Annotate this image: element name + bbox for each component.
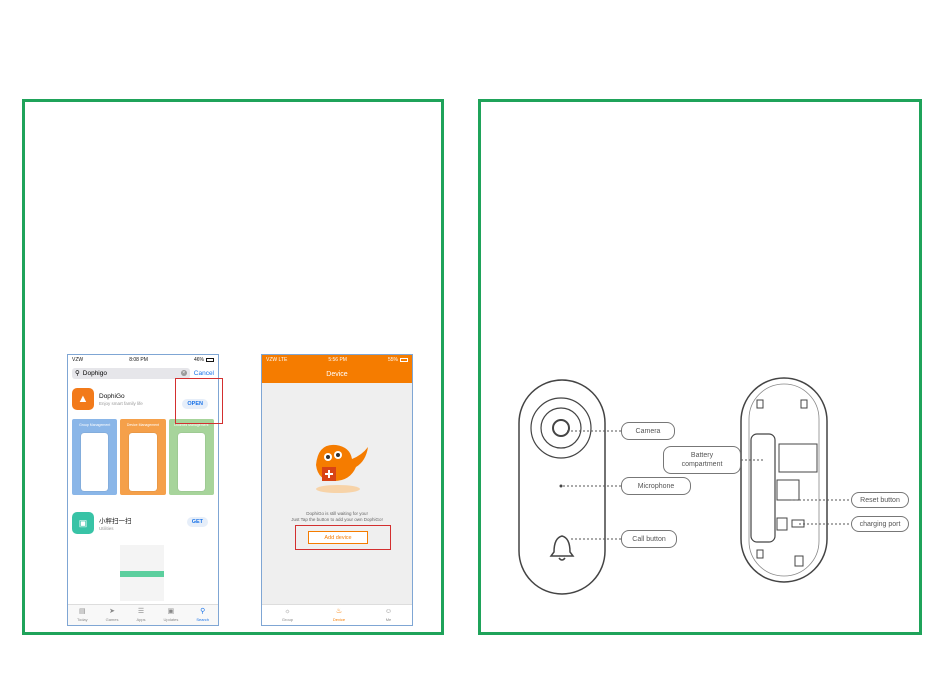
app-name: DophiGo: [99, 392, 125, 400]
dophigo-device-screenshot: VZW LTE 5:56 PM 55% Device DophiGo is st…: [261, 354, 413, 626]
add-device-highlight: [295, 525, 391, 550]
carrier-label: VZW: [266, 357, 278, 363]
screenshot-device[interactable]: Device Management: [120, 419, 166, 495]
updates-icon: ▣: [167, 608, 175, 615]
screenshot-group[interactable]: Group Management: [72, 419, 118, 495]
screenshot-phone: [129, 433, 157, 491]
layers-icon: ☰: [137, 608, 145, 615]
network-label: LTE: [278, 357, 288, 363]
status-bar: VZW 8:08 PM 46%: [68, 355, 218, 365]
carrier-label: VZW: [72, 357, 84, 363]
search-icon: ⚲: [200, 608, 206, 615]
rocket-icon: ➤: [109, 608, 115, 615]
doorbell-drawing: [518, 377, 851, 595]
camera-ring: [530, 397, 592, 459]
battery-label: 55%: [387, 357, 398, 363]
app-result-dophigo[interactable]: ▲ DophiGo Enjoy smart family life OPEN: [68, 385, 218, 413]
open-button-highlight: [175, 378, 223, 424]
tab-today[interactable]: ▤Today: [76, 608, 88, 622]
reset-button-callout: Reset button: [851, 492, 909, 508]
get-button[interactable]: GET: [186, 517, 208, 527]
tab-updates[interactable]: ▣Updates: [163, 608, 179, 622]
planet-icon: ☼: [284, 608, 291, 615]
tab-apps[interactable]: ☰Apps: [136, 608, 146, 622]
app-preview-image: [120, 545, 164, 601]
battery-slot: [750, 433, 776, 543]
cancel-button[interactable]: Cancel: [193, 369, 214, 377]
microphone-callout: Microphone: [621, 477, 691, 495]
face-icon: ☺: [384, 608, 393, 615]
screenshot-phone: [177, 433, 205, 491]
left-panel: VZW 8:08 PM 46% ⚲ Dophigo × Cancel ▲ Dop…: [22, 99, 444, 635]
charging-port-callout: charging port: [851, 516, 909, 532]
app-subtitle: Utilities: [99, 526, 114, 531]
search-icon: ⚲: [75, 370, 80, 377]
app-subtitle: Enjoy smart family life: [99, 400, 143, 406]
screenshot-title: Group Management: [79, 423, 111, 427]
app-screenshots: Group Management Device Management Doorb…: [68, 419, 218, 495]
tab-search[interactable]: ⚲Search: [196, 608, 210, 622]
today-icon: ▤: [79, 608, 86, 615]
doorbell-back-outline: [740, 377, 828, 583]
tab-group[interactable]: ☼Group: [281, 608, 294, 622]
scanner-app-icon: ▣: [72, 512, 94, 534]
app-name: 小秤扫一扫: [99, 518, 132, 525]
clock: 5:56 PM: [328, 357, 347, 363]
search-value: Dophigo: [82, 369, 107, 377]
right-panel: Camera Microphone Call button Battery co…: [478, 99, 922, 635]
tab-bar: ▤Today ➤Games ☰Apps ▣Updates ⚲Search: [68, 604, 218, 625]
clock: 8:08 PM: [129, 357, 148, 363]
battery-label: 46%: [193, 357, 204, 363]
battery-icon: [206, 358, 214, 362]
page-title: Device: [262, 365, 412, 383]
bell-button-icon: [549, 535, 575, 561]
doorbell-diagram: Camera Microphone Call button Battery co…: [501, 360, 911, 600]
call-button-callout: Call button: [621, 530, 677, 548]
app-store-screenshot: VZW 8:08 PM 46% ⚲ Dophigo × Cancel ▲ Dop…: [67, 354, 219, 626]
doorbell-front-outline: [518, 379, 606, 595]
camera-lens-icon: [552, 419, 570, 437]
battery-compartment-callout: Battery compartment: [663, 446, 741, 474]
app-result-scanner[interactable]: ▣ 小秤扫一扫 Utilities GET: [68, 511, 218, 535]
microphone-hole: [559, 484, 563, 488]
battery-icon: [399, 358, 408, 362]
tab-games[interactable]: ➤Games: [105, 608, 119, 622]
add-device-button[interactable]: Add device: [308, 531, 368, 544]
dophigo-app-icon: ▲: [72, 388, 94, 410]
usb-port: [776, 517, 788, 531]
search-row: ⚲ Dophigo × Cancel: [68, 365, 218, 381]
screenshot-title: Device Management: [126, 423, 160, 427]
dolphin-mascot-icon: [316, 444, 368, 493]
bell-icon: ♨: [335, 608, 343, 615]
status-bar: VZW LTE 5:56 PM 55%: [262, 355, 412, 365]
clear-icon[interactable]: ×: [180, 370, 187, 376]
open-button[interactable]: OPEN: [182, 399, 208, 409]
screenshot-title: Doorbell Management: [174, 423, 209, 427]
screenshot-phone: [81, 433, 109, 491]
tab-me[interactable]: ☺Me: [384, 608, 393, 622]
tab-bar: ☼Group ♨Device ☺Me: [262, 604, 412, 625]
screenshot-doorbell[interactable]: Doorbell Management: [168, 419, 214, 495]
camera-callout: Camera: [621, 422, 675, 440]
search-input[interactable]: ⚲ Dophigo ×: [72, 367, 190, 379]
waiting-message: DophiGo is still waiting for you! Just T…: [291, 511, 383, 522]
tab-device[interactable]: ♨Device: [332, 608, 346, 622]
